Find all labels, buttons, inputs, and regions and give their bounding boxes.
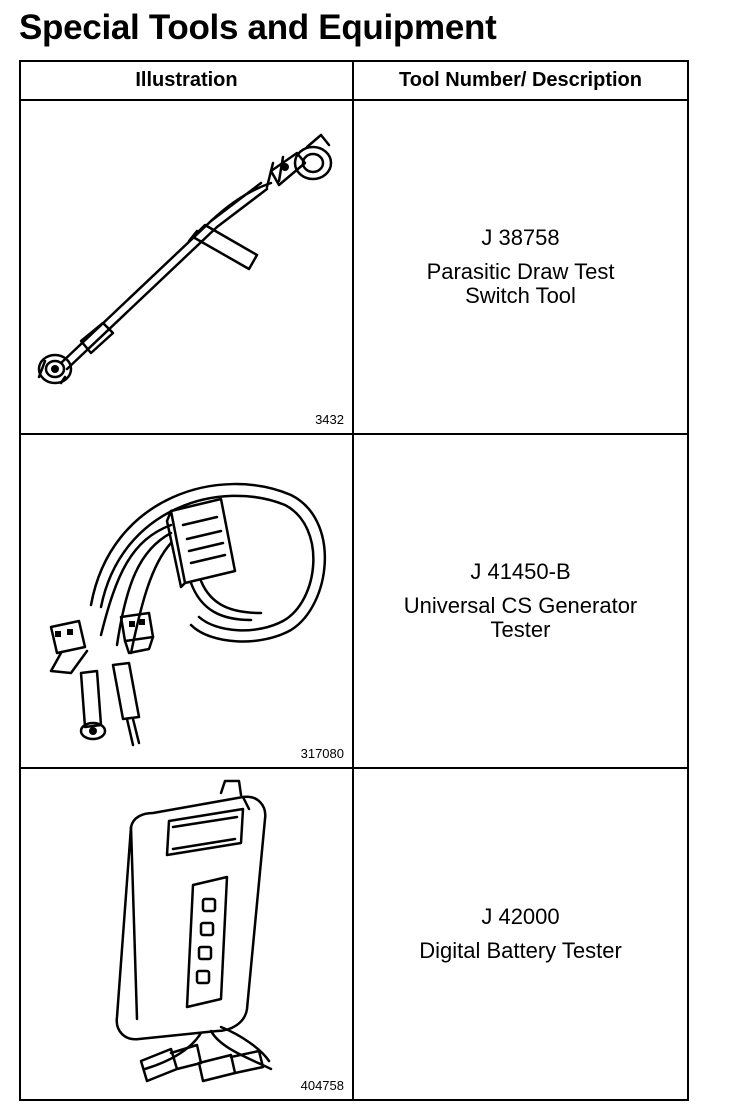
- figure-number: 317080: [300, 746, 344, 761]
- tool-number: J 38758: [481, 225, 560, 250]
- tool-number: J 41450-B: [470, 559, 571, 584]
- column-divider: [352, 62, 354, 1099]
- special-tools-table: Illustration Tool Number/ Description: [19, 60, 689, 1101]
- parasitic-draw-switch-illustration: [37, 133, 333, 385]
- header-illustration: Illustration: [135, 69, 238, 91]
- tool-description: Digital Battery Tester: [419, 938, 622, 963]
- figure-number: 3432: [315, 412, 344, 427]
- generator-tester-illustration: [49, 482, 326, 747]
- table-row: 317080 J 41450-B Universal CS Generator …: [21, 435, 687, 769]
- figure-number: 404758: [300, 1078, 344, 1093]
- tool-number: J 42000: [481, 904, 560, 929]
- table-header-row: Illustration Tool Number/ Description: [21, 62, 687, 101]
- illustration-cell: 404758: [21, 769, 352, 1099]
- table-row: 3432 J 38758 Parasitic Draw Test Switch …: [21, 101, 687, 435]
- battery-tester-illustration: [115, 779, 273, 1083]
- illustration-cell: 317080: [21, 435, 352, 767]
- header-description: Tool Number/ Description: [399, 69, 642, 91]
- description-cell: J 38758 Parasitic Draw Test Switch Tool: [354, 101, 687, 433]
- page-title: Special Tools and Equipment: [19, 8, 497, 47]
- table-row: 404758 J 42000 Digital Battery Tester: [21, 769, 687, 1099]
- description-cell: J 41450-B Universal CS Generator Tester: [354, 435, 687, 767]
- tool-description: Universal CS Generator Tester: [403, 593, 638, 642]
- illustration-cell: 3432: [21, 101, 352, 433]
- tool-description: Parasitic Draw Test Switch Tool: [426, 259, 615, 308]
- description-cell: J 42000 Digital Battery Tester: [354, 769, 687, 1099]
